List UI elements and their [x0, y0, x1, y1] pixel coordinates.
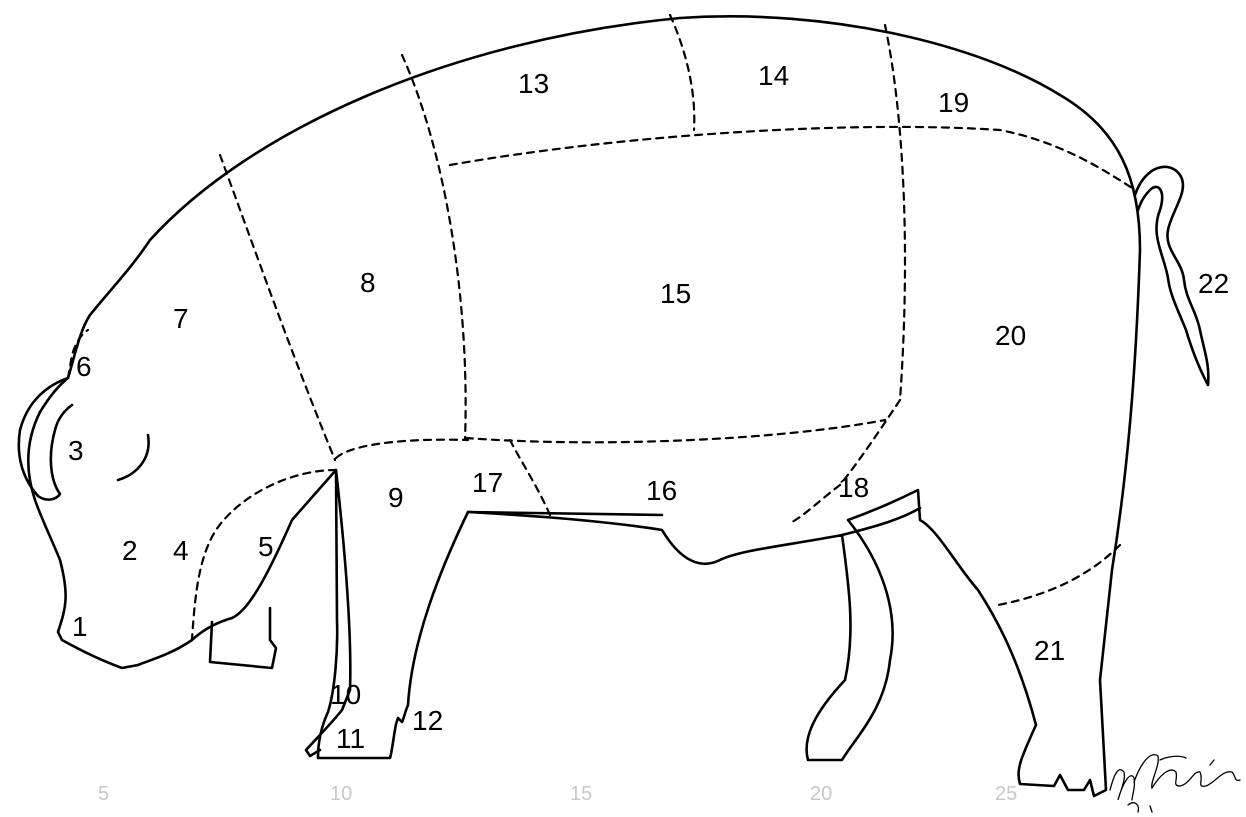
show-through-mark: 15 — [570, 783, 592, 805]
cut-label-15: 15 — [660, 278, 691, 309]
pig-body-outline — [28, 16, 1140, 796]
cut-label-5: 5 — [258, 531, 274, 562]
cut-label-4: 4 — [173, 535, 189, 566]
cut-label-18: 18 — [838, 472, 869, 503]
cut-label-8: 8 — [360, 267, 376, 298]
cut-line — [670, 15, 694, 130]
cut-lines — [68, 15, 1135, 640]
cut-label-2: 2 — [122, 535, 138, 566]
show-through-mark: 10 — [330, 783, 352, 805]
cut-line — [885, 25, 905, 400]
cut-label-12: 12 — [412, 705, 443, 736]
cut-label-17: 17 — [472, 467, 503, 498]
cut-label-10: 10 — [330, 679, 361, 710]
cut-line — [792, 400, 900, 522]
belly-edge-outline — [468, 508, 920, 535]
cut-label-3: 3 — [68, 435, 84, 466]
cut-line — [998, 545, 1120, 605]
show-through-mark: 20 — [810, 783, 832, 805]
cut-label-14: 14 — [758, 60, 789, 91]
signature-stroke — [1128, 803, 1152, 812]
cut-line — [336, 440, 468, 458]
cut-line — [450, 127, 1135, 190]
cut-label-6: 6 — [76, 351, 92, 382]
show-through-mark: 25 — [995, 783, 1017, 805]
rear-foreleg-outline — [210, 608, 276, 668]
cut-label-11: 11 — [336, 723, 365, 754]
signature — [1110, 755, 1240, 812]
cut-label-21: 21 — [1034, 635, 1065, 666]
cut-label-19: 19 — [938, 87, 969, 118]
cut-label-16: 16 — [646, 475, 677, 506]
cut-label-9: 9 — [388, 482, 404, 513]
signature-stroke — [1110, 770, 1135, 800]
cut-labels: 1 2 3 4 5 6 7 8 9 10 11 12 13 14 15 16 1… — [68, 60, 1229, 754]
cut-line — [402, 55, 466, 440]
cut-line — [220, 155, 335, 460]
show-through-marks: 10 15 20 25 5 — [98, 783, 1017, 805]
cut-label-20: 20 — [995, 320, 1026, 351]
mouth-outline — [118, 435, 149, 480]
signature-stroke — [1134, 755, 1240, 788]
ear-outline — [19, 378, 72, 500]
cut-label-1: 1 — [72, 611, 88, 642]
cut-label-13: 13 — [518, 68, 549, 99]
signature-stroke — [1160, 756, 1214, 765]
cut-label-22: 22 — [1198, 268, 1229, 299]
cut-line — [466, 420, 885, 442]
show-through-mark: 5 — [98, 783, 109, 805]
cut-line — [510, 440, 552, 520]
cut-label-7: 7 — [173, 303, 189, 334]
